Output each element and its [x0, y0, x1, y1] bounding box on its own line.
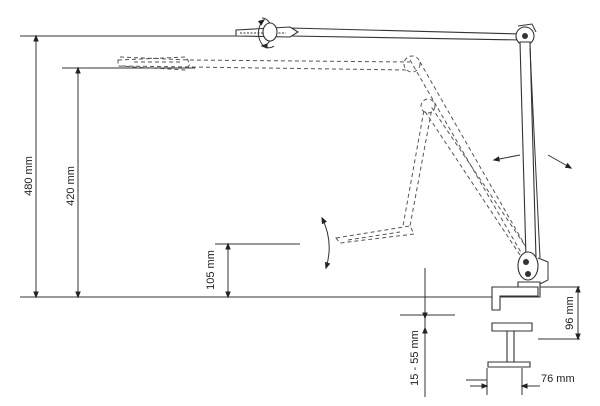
tilt-arrow-icon	[321, 216, 331, 270]
dimension-label-420: 420 mm	[65, 166, 77, 206]
move-arrow-icon	[492, 154, 573, 169]
lamp-alt-position-high	[117, 55, 539, 269]
dimension-76: 76 mm	[470, 373, 575, 389]
dimension-420: 420 mm	[65, 66, 81, 299]
dimension-label-15-55: 15 - 55 mm	[409, 330, 421, 386]
dimension-480: 480 mm	[23, 34, 39, 299]
dimension-15-55: 15 - 55 mm	[409, 298, 428, 386]
lamp-alt-position-low	[335, 98, 529, 256]
dimension-label-96: 96 mm	[564, 296, 576, 330]
dimension-label-480: 480 mm	[23, 156, 35, 196]
dimension-label-76: 76 mm	[541, 373, 575, 385]
dimension-105: 105 mm	[205, 242, 231, 299]
dimension-96: 96 mm	[564, 285, 581, 341]
dimension-label-105: 105 mm	[205, 250, 217, 290]
lamp-solid	[235, 23, 549, 381]
rotate-arrow-icon	[257, 17, 278, 49]
guide-lines	[20, 35, 580, 397]
